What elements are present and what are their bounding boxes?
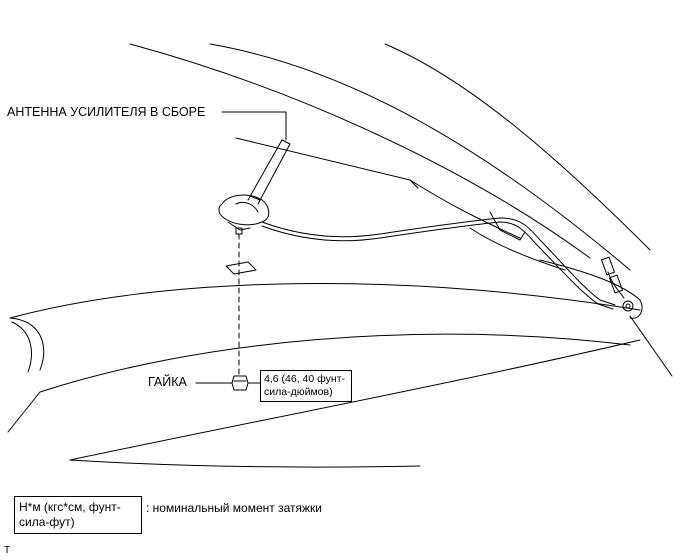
cable-connector-lower <box>609 274 623 294</box>
torque-spec-box: 4,6 (46, 40 фунт- сила-дюймов) <box>260 370 352 402</box>
roof-rain-channel <box>235 137 419 189</box>
body-side-curve <box>9 283 641 319</box>
roof-edge-line-top <box>384 43 651 251</box>
gasket-pad <box>225 261 257 275</box>
antenna-label-leader <box>221 111 287 141</box>
legend-description: : номинальный момент затяжки <box>146 501 322 515</box>
nut-label: ГАЙКА <box>148 375 187 389</box>
footer-mark: T <box>4 545 11 556</box>
body-lower-curve <box>39 333 631 393</box>
body-left-fender <box>9 317 45 371</box>
cable-branch <box>607 271 625 299</box>
cable-grommet-inner <box>625 303 631 309</box>
torque-legend-box: Н*м (кгс*см, фунт- сила-фут) <box>14 496 142 534</box>
torque-spec-line-2: сила-дюймов) <box>264 386 333 398</box>
body-left-arc <box>11 321 32 373</box>
antenna-base <box>218 194 270 226</box>
antenna-base-inner <box>235 201 259 213</box>
roof-rear-edge <box>489 211 526 241</box>
antenna-base-underside <box>227 221 251 231</box>
body-bottom-curve <box>69 339 641 461</box>
body-left-lower <box>7 391 41 433</box>
antenna-rod-left <box>247 139 283 201</box>
rear-window-edge <box>469 227 566 271</box>
cable-connector-upper <box>601 256 615 276</box>
nut-icon <box>231 375 249 391</box>
rear-spoiler <box>539 259 643 319</box>
antenna-cable-b <box>261 221 614 310</box>
legend-units-line-1: Н*м (кгс*см, фунт- <box>19 500 121 514</box>
legend-units-line-2: сила-фут) <box>19 515 75 529</box>
torque-spec-line-1: 4,6 (46, 40 фунт- <box>264 373 345 385</box>
roof-edge-line-outer <box>129 43 591 259</box>
rear-pillar-line <box>629 315 673 377</box>
roof-edge-line-upper <box>209 43 631 271</box>
antenna-assembly-label: АНТЕННА УСИЛИТЕЛЯ В СБОРЕ <box>7 105 206 119</box>
antenna-cable-a <box>261 217 616 306</box>
body-bottom-line <box>69 459 421 468</box>
roof-inner-edge <box>409 179 521 239</box>
antenna-rod-cap <box>281 139 291 145</box>
cable-grommet <box>622 300 634 312</box>
antenna-rod-right <box>257 143 291 205</box>
antenna-rod-joint <box>249 195 261 201</box>
